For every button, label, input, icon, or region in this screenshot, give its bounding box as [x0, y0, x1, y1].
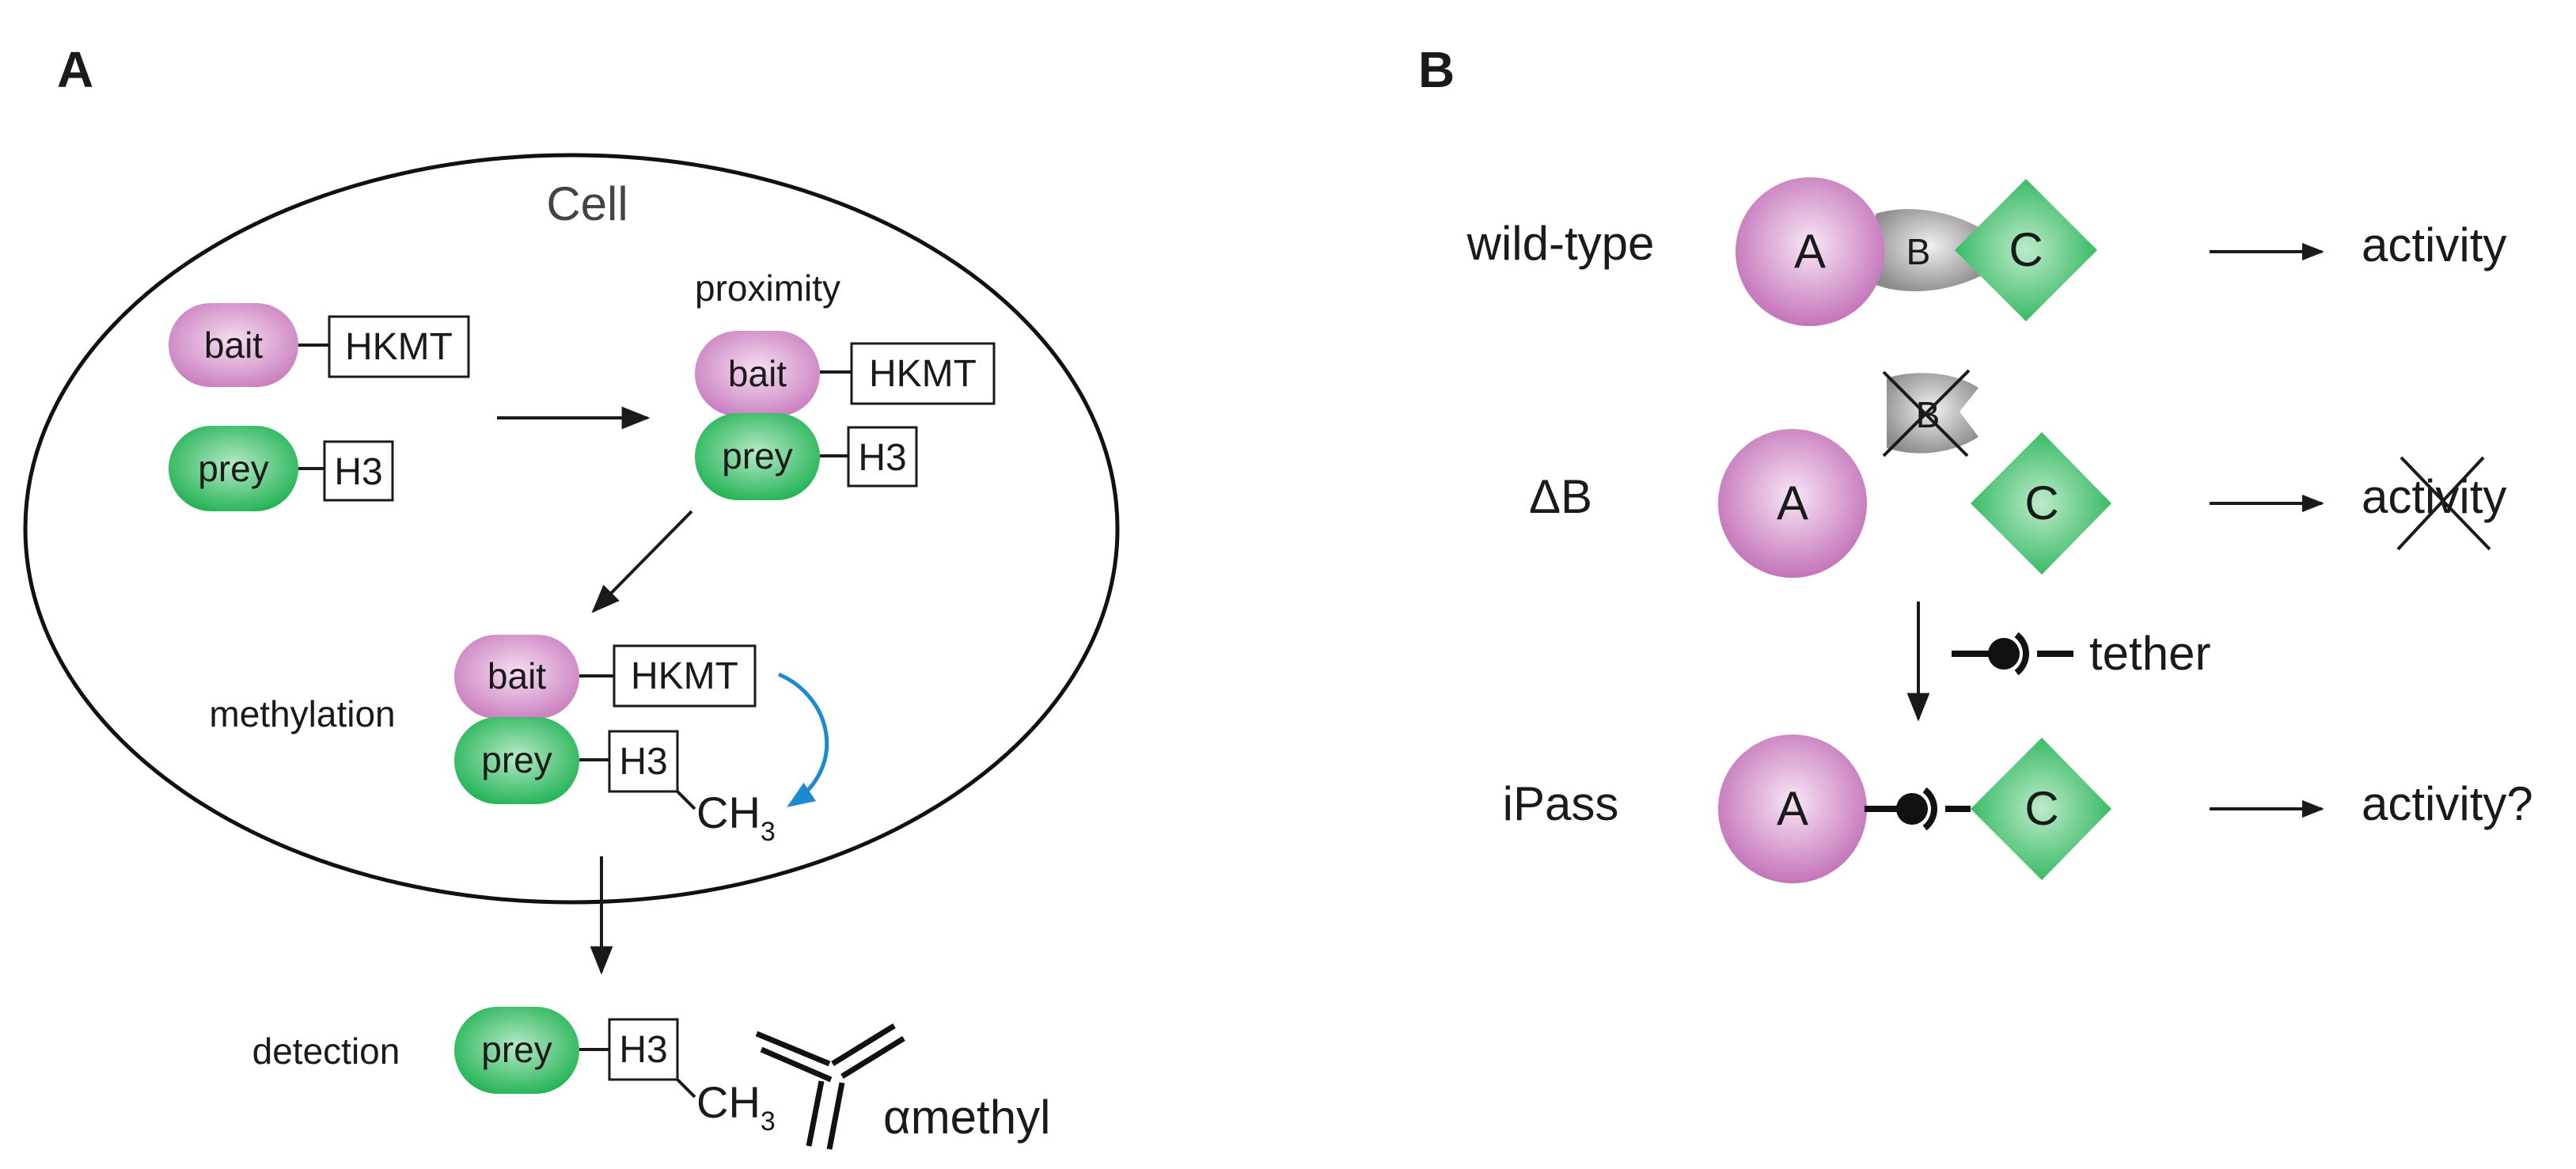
- bait-label: bait: [488, 655, 546, 696]
- prey-blob: [454, 1007, 579, 1094]
- methyl-bond: [676, 790, 696, 810]
- ipass-label: iPass: [1503, 777, 1619, 830]
- cross-icon: [1882, 369, 1971, 457]
- cross-icon: [2396, 456, 2491, 551]
- a-label: A: [1777, 782, 1808, 835]
- a-component: [1718, 429, 1867, 578]
- wildtype-label: wild-type: [1466, 217, 1655, 270]
- row-deltab: ΔB B A C activity: [1529, 369, 2506, 578]
- hkmt-box: [328, 315, 470, 378]
- c-component: [1971, 738, 2111, 880]
- h3-box: [608, 730, 679, 793]
- deltab-label: ΔB: [1529, 470, 1592, 523]
- ch-text: CH: [696, 1077, 761, 1127]
- panel-a: A Cell bait HKMT prey H3 proximity bait …: [23, 41, 1120, 1150]
- step-separate: bait HKMT prey H3: [169, 303, 470, 511]
- b-label: B: [1906, 231, 1931, 272]
- h3-label: H3: [619, 1029, 667, 1071]
- c-label: C: [2024, 476, 2058, 529]
- deltab-outcome: activity: [2362, 470, 2506, 523]
- row-ipass: iPass A C activity?: [1503, 734, 2533, 883]
- prey-label: prey: [198, 448, 268, 489]
- tether-icon: [1865, 787, 1971, 831]
- proximity-label: proximity: [695, 268, 840, 309]
- h3-box: [847, 426, 918, 488]
- antibody-icon: [755, 1023, 905, 1150]
- c-label: C: [2024, 782, 2058, 835]
- cell-label: Cell: [546, 177, 628, 230]
- methyl-text: methyl: [911, 1091, 1051, 1144]
- bait-blob: [695, 331, 820, 416]
- prey-label: prey: [481, 739, 552, 780]
- hkmt-label: HKMT: [345, 326, 453, 368]
- alpha-symbol: α: [883, 1091, 911, 1144]
- panel-a-letter: A: [57, 41, 93, 98]
- tether-icon: [1952, 632, 2073, 676]
- h3-label: H3: [619, 741, 667, 783]
- arrow-to-methylation: [591, 510, 693, 613]
- c-component: [1971, 432, 2111, 575]
- prey-label: prey: [722, 435, 792, 476]
- ch-text: CH: [696, 788, 761, 837]
- tether-label: tether: [2089, 627, 2210, 680]
- row-wildtype: wild-type B A C activity: [1466, 177, 2506, 326]
- a-component: [1736, 177, 1884, 326]
- hkmt-label: HKMT: [869, 353, 977, 395]
- panel-b-letter: B: [1418, 41, 1455, 98]
- methyl-transfer-arrow: [778, 672, 829, 807]
- bait-label: bait: [728, 353, 787, 394]
- a-label: A: [1777, 476, 1808, 529]
- h3-label: H3: [334, 451, 382, 493]
- ipass-outcome: activity?: [2362, 777, 2533, 830]
- methylation-label: methylation: [209, 693, 395, 734]
- h3-box: [608, 1018, 679, 1081]
- hkmt-label: HKMT: [631, 655, 738, 697]
- step-proximity: proximity bait HKMT prey H3: [695, 268, 996, 500]
- prey-label: prey: [481, 1029, 552, 1070]
- c-label: C: [2009, 223, 2043, 276]
- antibody-label: αmethyl: [883, 1091, 1050, 1144]
- cell-outline: [23, 153, 1120, 905]
- methyl-bond: [676, 1078, 696, 1099]
- h3-box: [323, 440, 394, 502]
- step-detection: detection prey H3 CH3 αmethyl: [252, 1007, 1050, 1150]
- b-component: [1876, 209, 1985, 292]
- step-methylation: methylation bait HKMT prey H3 CH3: [209, 635, 829, 847]
- h3-label: H3: [858, 437, 906, 479]
- subscript-3: 3: [761, 817, 776, 847]
- a-label: A: [1794, 225, 1826, 278]
- detection-label: detection: [252, 1030, 400, 1072]
- wildtype-outcome: activity: [2362, 218, 2506, 271]
- prey-blob: [695, 413, 820, 500]
- c-component: [1955, 179, 2097, 321]
- panel-b: B wild-type B A C activity ΔB B A C: [1418, 41, 2533, 883]
- b-component-removed: [1887, 373, 1978, 454]
- hkmt-box: [613, 644, 757, 708]
- a-component: [1718, 734, 1867, 883]
- bait-blob: [454, 635, 579, 719]
- prey-blob: [454, 717, 579, 804]
- methyl-group: CH3: [696, 1077, 776, 1137]
- subscript-3: 3: [761, 1106, 776, 1137]
- bait-blob: [169, 303, 298, 387]
- prey-blob: [169, 426, 298, 511]
- methyl-group: CH3: [696, 788, 776, 847]
- hkmt-box: [850, 342, 996, 405]
- bait-label: bait: [204, 325, 263, 366]
